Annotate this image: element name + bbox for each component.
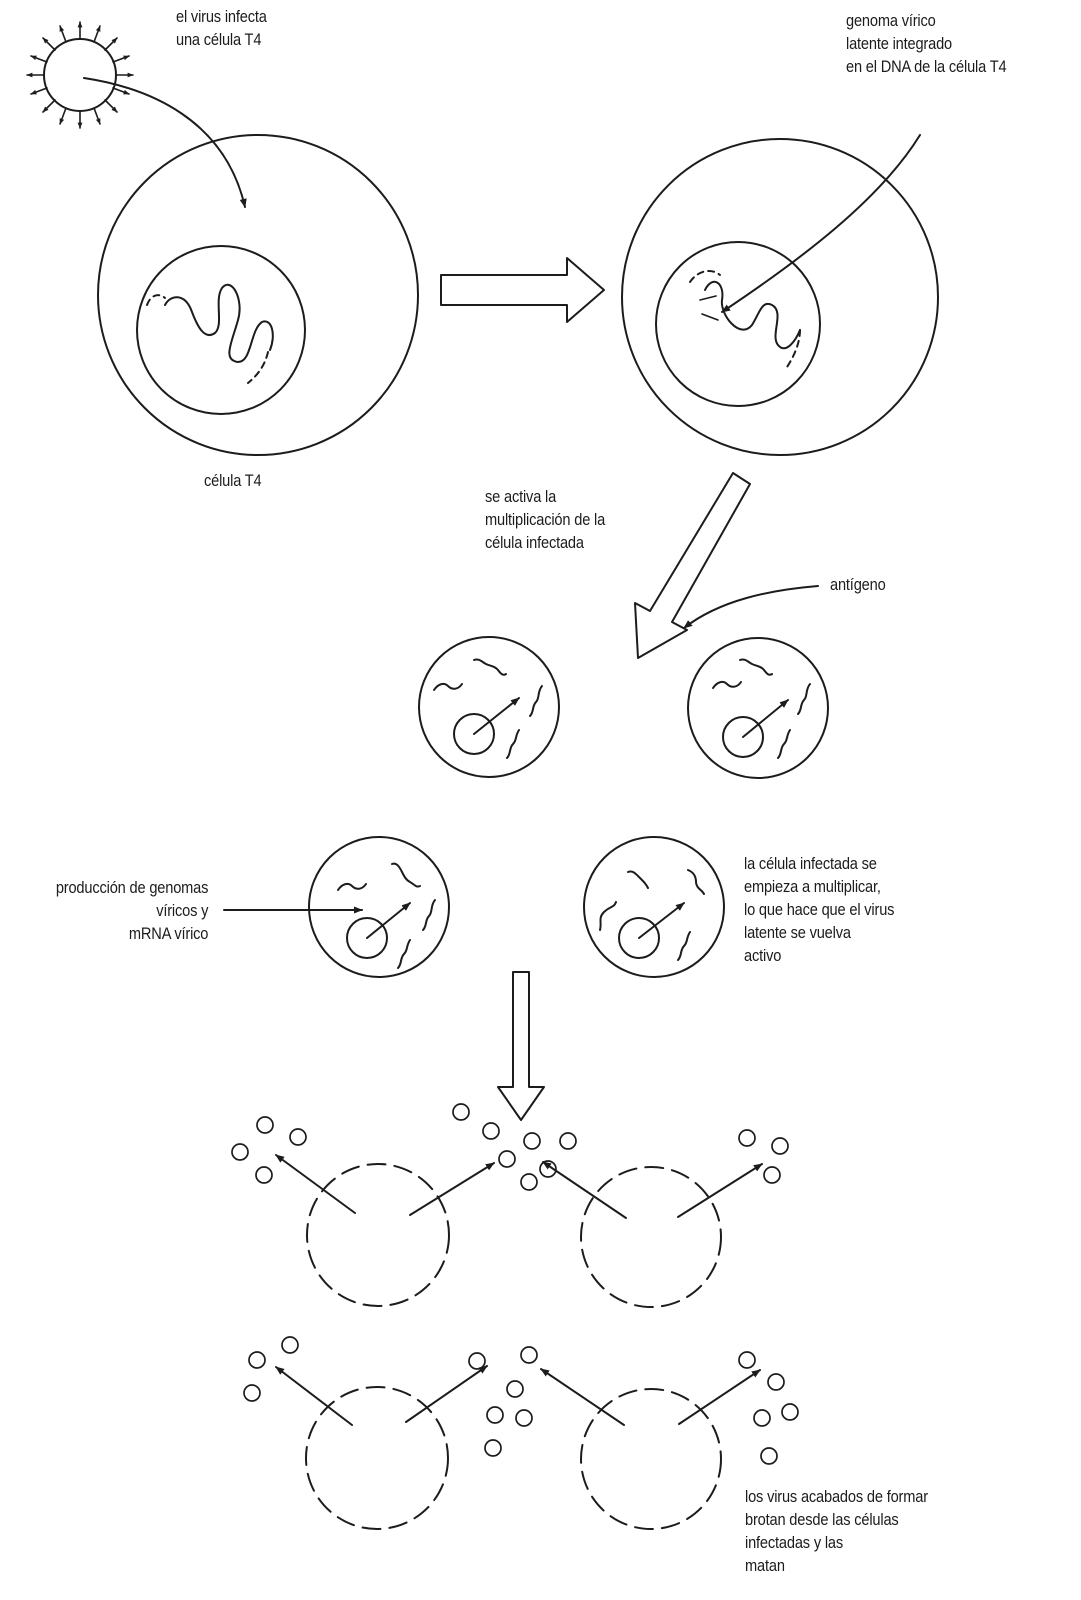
t4-cell-label: célula T4 bbox=[204, 471, 262, 490]
virus-infects-label: el virus infecta una célula T4 bbox=[176, 7, 267, 49]
activation-label: se activa la multiplicación de la célula… bbox=[485, 487, 606, 552]
infection-arrow bbox=[83, 77, 247, 208]
latent-genome-pointer bbox=[721, 134, 921, 313]
lysing-cell bbox=[275, 1154, 495, 1307]
nucleus bbox=[136, 245, 306, 415]
latent-genome-label: genoma vírico latente integrado en el DN… bbox=[846, 11, 1007, 76]
multiplying-label: la célula infectada se empieza a multipl… bbox=[744, 854, 895, 965]
dividing-cell bbox=[418, 636, 560, 778]
cell-dna bbox=[164, 284, 274, 363]
integrated-dna bbox=[704, 280, 801, 350]
dividing-cell bbox=[687, 637, 829, 779]
transition-arrow-down bbox=[497, 971, 545, 1121]
transition-arrow-right bbox=[440, 257, 605, 323]
dividing-cell bbox=[308, 836, 450, 978]
released-virions bbox=[231, 1103, 799, 1465]
virus-spikes bbox=[26, 21, 134, 129]
dividing-cell bbox=[583, 836, 725, 978]
budding-label: los virus acabados de formar brotan desd… bbox=[745, 1487, 928, 1575]
t4-cell bbox=[97, 134, 419, 456]
lysing-cell bbox=[275, 1365, 488, 1530]
antigen-label: antígeno bbox=[830, 575, 886, 594]
antigen-pointer bbox=[683, 585, 819, 629]
production-label: producción de genomas víricos y mRNA vír… bbox=[55, 878, 209, 943]
virus-particle bbox=[26, 21, 134, 129]
lysing-cell bbox=[540, 1368, 761, 1530]
latent-genome-marker bbox=[699, 295, 719, 321]
lysing-cell bbox=[542, 1161, 763, 1308]
t4-cell-latent bbox=[621, 138, 939, 456]
nucleus bbox=[655, 241, 821, 407]
transition-arrow-diagonal bbox=[634, 472, 751, 659]
